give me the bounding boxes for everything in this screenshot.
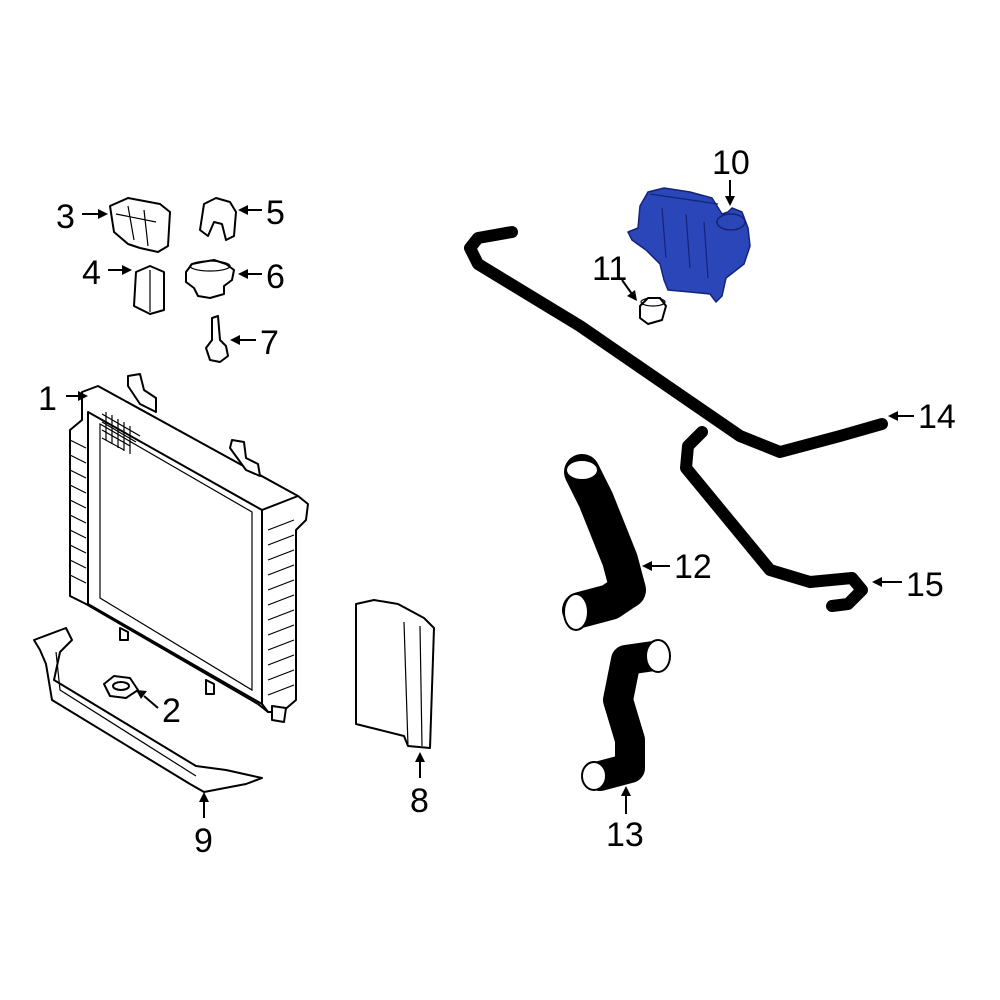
lower-support-part[interactable] <box>33 627 263 793</box>
leader-lines <box>66 180 914 818</box>
callout-12[interactable]: 12 <box>674 548 712 586</box>
callout-labels: 1 2 3 4 5 6 7 8 9 10 11 12 13 14 15 <box>38 144 956 860</box>
hose-part-14[interactable] <box>464 226 888 458</box>
callout-10[interactable]: 10 <box>712 144 750 182</box>
callout-7[interactable]: 7 <box>260 324 279 362</box>
callout-6[interactable]: 6 <box>266 258 285 296</box>
callout-4[interactable]: 4 <box>82 254 101 292</box>
clip-part-2[interactable] <box>103 675 139 699</box>
radiator-part[interactable] <box>69 373 309 723</box>
callout-2[interactable]: 2 <box>162 692 181 730</box>
callout-1[interactable]: 1 <box>38 380 57 418</box>
callout-11[interactable]: 11 <box>592 250 627 288</box>
callout-13[interactable]: 13 <box>606 816 644 854</box>
hose-part-13[interactable] <box>581 639 671 791</box>
insulator-part-4[interactable] <box>133 265 165 315</box>
callout-5[interactable]: 5 <box>266 194 285 232</box>
bracket-part-3[interactable] <box>109 197 171 253</box>
cap-part-11[interactable] <box>639 297 667 325</box>
clip-part-5[interactable] <box>199 197 237 241</box>
shroud-part-8[interactable] <box>355 599 435 749</box>
coolant-reservoir-part-10[interactable] <box>627 187 751 303</box>
callout-3[interactable]: 3 <box>56 198 75 236</box>
hose-part-12[interactable] <box>562 454 646 631</box>
callout-15[interactable]: 15 <box>906 566 944 604</box>
drain-plug-part-7[interactable] <box>205 315 229 363</box>
cap-part-6[interactable] <box>185 259 235 299</box>
callout-14[interactable]: 14 <box>918 398 956 436</box>
callout-9[interactable]: 9 <box>194 822 213 860</box>
hose-part-15[interactable] <box>680 426 868 612</box>
callout-8[interactable]: 8 <box>410 782 429 820</box>
